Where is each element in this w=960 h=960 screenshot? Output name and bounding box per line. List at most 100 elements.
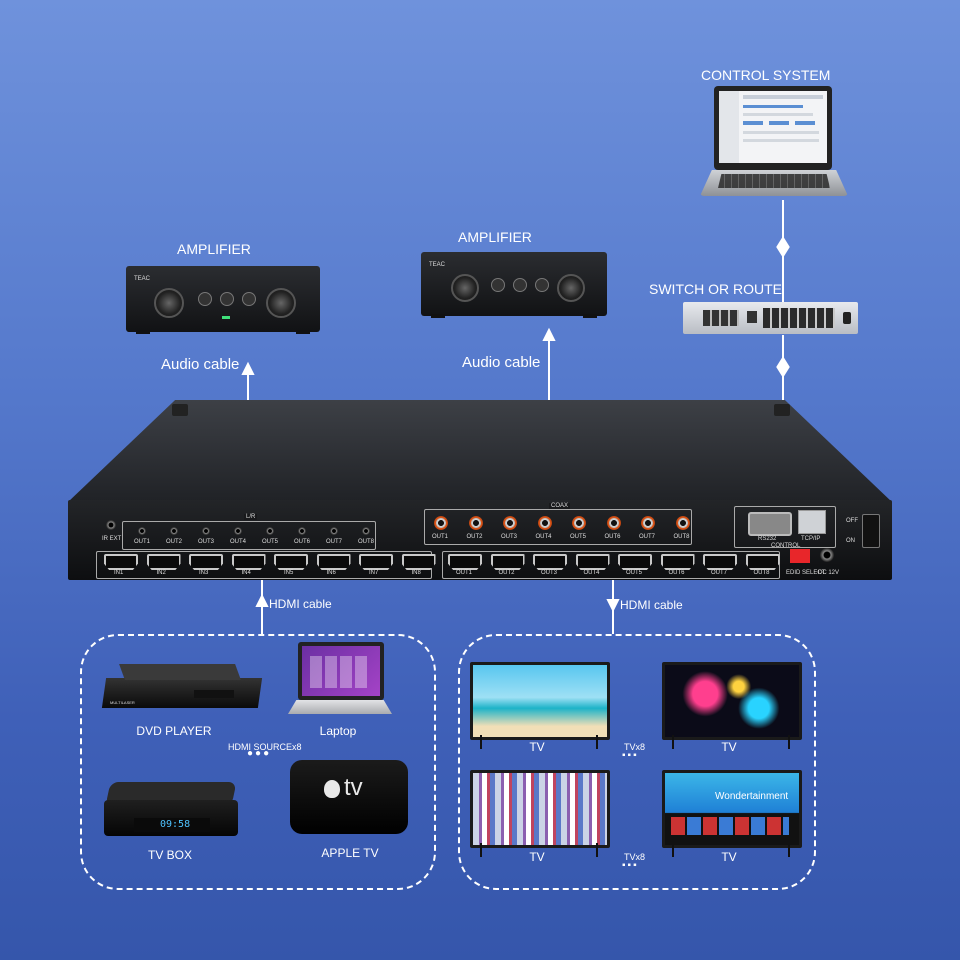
hdmi-out-label: OUT5 bbox=[626, 570, 643, 576]
hdmi-source-count: HDMI SOURCEx8 bbox=[228, 742, 302, 752]
audio-out-jack[interactable] bbox=[330, 527, 338, 535]
tcpip-label: TCP/IP bbox=[801, 536, 821, 542]
amp-brand-right: TEAC bbox=[429, 262, 446, 268]
hdmi-out-port[interactable] bbox=[575, 554, 610, 570]
audio-out-label: OUT8 bbox=[358, 539, 375, 545]
hdmi-out-label: OUT3 bbox=[541, 570, 558, 576]
audio-out-label: OUT3 bbox=[198, 539, 215, 545]
displays-group bbox=[458, 634, 816, 890]
dvd-player-caption: DVD PLAYER bbox=[136, 724, 212, 738]
audio-out-jack[interactable] bbox=[362, 527, 370, 535]
audio-out-jack[interactable] bbox=[234, 527, 242, 535]
appletv-logo: tv bbox=[344, 774, 363, 801]
volume-knob-icon bbox=[266, 288, 296, 318]
control-system-label: CONTROL SYSTEM bbox=[701, 67, 831, 83]
audio-out-label: OUT7 bbox=[326, 539, 343, 545]
source-dots: ●●● bbox=[247, 748, 272, 759]
coax-box bbox=[424, 509, 692, 545]
hdmi-out-label: OUT8 bbox=[753, 570, 770, 576]
amplifier-left: TEAC bbox=[126, 266, 320, 334]
coax-out-label: OUT5 bbox=[570, 534, 587, 540]
on-label: ON bbox=[846, 538, 855, 544]
hdmi-out-port[interactable] bbox=[703, 554, 737, 570]
hdmi-out-port[interactable] bbox=[490, 554, 525, 570]
control-software-screen bbox=[719, 91, 827, 163]
coax-out-port[interactable] bbox=[606, 516, 621, 530]
tv-1 bbox=[470, 662, 610, 740]
dc-label: DC 12V bbox=[818, 570, 840, 576]
tv-dots-bottom: ▪▪▪ bbox=[622, 860, 639, 871]
audio-out-label: OUT2 bbox=[166, 539, 183, 545]
hdmi-out-label: OUT2 bbox=[498, 570, 515, 576]
tv-1-caption: TV bbox=[529, 740, 545, 754]
coax-label: COAX bbox=[549, 503, 571, 509]
tv-count-bottom: TVx8 bbox=[624, 852, 646, 862]
coax-out-label: OUT1 bbox=[432, 534, 449, 540]
coax-out-label: OUT3 bbox=[501, 534, 518, 540]
hdmi-out-port[interactable] bbox=[448, 554, 482, 570]
control-laptop bbox=[700, 86, 850, 200]
tv-3-caption: TV bbox=[529, 850, 545, 864]
control-box bbox=[734, 506, 836, 548]
hdmi-out-port[interactable] bbox=[618, 554, 652, 570]
hdmi-out-label: OUT7 bbox=[711, 570, 728, 576]
wondertainment-text: Wondertainment bbox=[715, 791, 789, 802]
tv-box: 09:58 bbox=[104, 782, 238, 840]
coax-out-port[interactable] bbox=[641, 516, 655, 530]
hdmi-out-port[interactable] bbox=[660, 554, 695, 570]
tv-3 bbox=[470, 770, 610, 848]
sources-group bbox=[80, 634, 436, 890]
coax-out-port[interactable] bbox=[503, 516, 517, 530]
dc-12v-jack bbox=[820, 548, 834, 562]
audio-cable-left-label: Audio cable bbox=[161, 356, 240, 373]
tvbox-clock: 09:58 bbox=[160, 819, 191, 830]
edid-dip-switch[interactable] bbox=[790, 549, 810, 563]
hdmi-in-port[interactable] bbox=[189, 554, 223, 570]
coax-out-label: OUT4 bbox=[535, 534, 552, 540]
audio-out-jack[interactable] bbox=[266, 527, 274, 535]
coax-out-port[interactable] bbox=[468, 516, 483, 530]
hdmi-in-port[interactable] bbox=[231, 554, 266, 570]
audio-out-jack[interactable] bbox=[202, 527, 210, 535]
hdmi-in-port[interactable] bbox=[274, 554, 308, 570]
edid-label: EDID SELECT bbox=[786, 570, 826, 576]
tv-2 bbox=[662, 662, 802, 740]
rack-ear-left bbox=[172, 404, 188, 416]
hdmi-in-label: IN2 bbox=[156, 570, 166, 576]
coax-out-port[interactable] bbox=[537, 516, 552, 530]
hdmi-in-port[interactable] bbox=[401, 554, 436, 570]
audio-out-label: OUT1 bbox=[134, 539, 151, 545]
rack-ear-right bbox=[774, 404, 790, 416]
hdmi-in-port[interactable] bbox=[104, 554, 138, 570]
amplifier-right-label: AMPLIFIER bbox=[458, 229, 532, 245]
apple-logo-icon bbox=[324, 780, 340, 798]
laptop-caption: Laptop bbox=[319, 724, 357, 738]
dvd-player: MULTILASER bbox=[101, 664, 263, 716]
audio-out-jack[interactable] bbox=[170, 527, 178, 535]
coax-out-port[interactable] bbox=[572, 516, 586, 530]
hdmi-in-port[interactable] bbox=[359, 554, 393, 570]
off-label: OFF bbox=[846, 518, 858, 524]
coax-out-port[interactable] bbox=[675, 516, 690, 530]
tvbox-caption: TV BOX bbox=[147, 848, 193, 862]
audio-out-jack[interactable] bbox=[298, 527, 306, 535]
hdmi-out-port[interactable] bbox=[533, 554, 567, 570]
hdmi-out-port[interactable] bbox=[745, 554, 780, 570]
hdmi-in-port[interactable] bbox=[146, 554, 181, 570]
coax-out-label: OUT6 bbox=[604, 534, 621, 540]
power-switch[interactable] bbox=[862, 514, 880, 548]
amplifier-right: TEAC bbox=[421, 252, 607, 318]
hdmi-in-label: IN1 bbox=[114, 570, 124, 576]
lr-audio-box bbox=[122, 521, 376, 550]
rs232-label: RS232 bbox=[758, 536, 777, 542]
hdmi-in-port[interactable] bbox=[316, 554, 351, 570]
coax-out-label: OUT2 bbox=[466, 534, 483, 540]
tv-count-top: TVx8 bbox=[624, 742, 646, 752]
hdmi-in-label: IN6 bbox=[326, 570, 336, 576]
audio-out-jack[interactable] bbox=[138, 527, 146, 535]
ir-ext-label: IR EXT bbox=[102, 536, 122, 542]
coax-out-label: OUT7 bbox=[639, 534, 656, 540]
hdmi-in-label: IN8 bbox=[411, 570, 421, 576]
coax-out-port[interactable] bbox=[434, 516, 448, 530]
